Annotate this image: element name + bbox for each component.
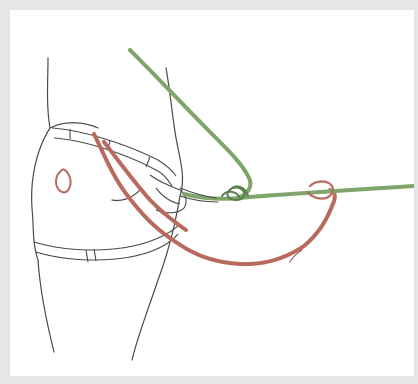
green-rope <box>130 50 414 199</box>
climbing-harness-illustration <box>10 10 414 376</box>
illustration-panel <box>10 10 414 376</box>
red-sling-icon <box>56 169 71 192</box>
